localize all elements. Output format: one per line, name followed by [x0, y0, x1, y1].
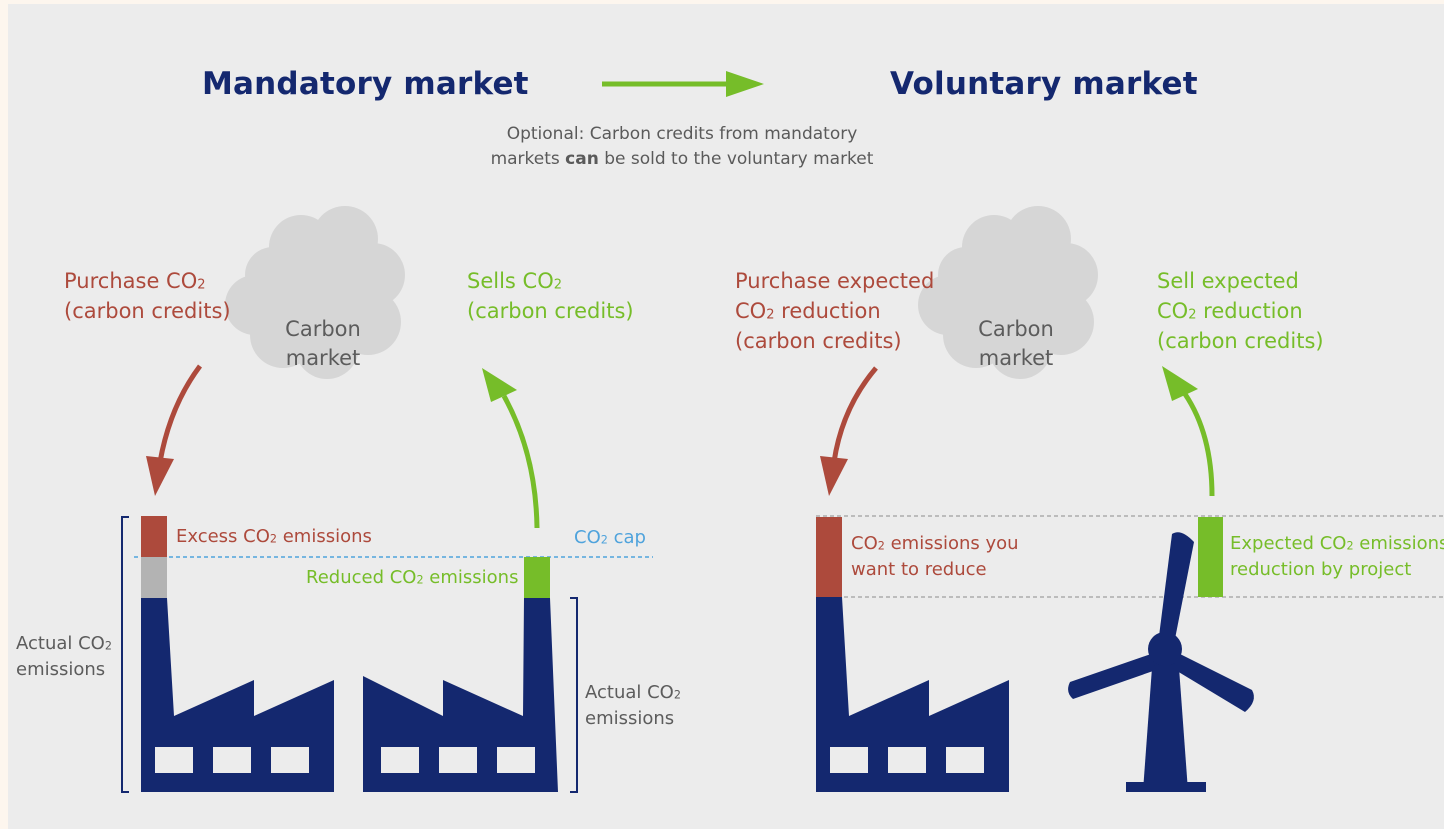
voluntary-market-heading: Voluntary market [890, 66, 1198, 102]
expected-reduction-label: Expected CO2 emissions reduction by proj… [1230, 533, 1444, 580]
mandatory-purchase-arrow-icon [146, 364, 203, 496]
actual-emissions-right-label: Actual CO2 emissions [585, 682, 681, 729]
diagram-graphics [121, 71, 1444, 793]
voluntary-purchase-label: Purchase expected CO2 reduction (carbon … [735, 269, 935, 353]
emissions-to-reduce-block [816, 517, 842, 597]
mandatory-cloud-label: Carbon market [285, 317, 361, 370]
voluntary-cloud-label: Carbon market [978, 317, 1054, 370]
voluntary-factory-icon [816, 517, 1009, 792]
emissions-to-reduce-label: CO2 emissions you want to reduce [851, 533, 1019, 580]
mandatory-left-factory-icon [141, 516, 334, 792]
excess-emissions-block [141, 516, 167, 557]
actual-emissions-left-bracket [121, 516, 129, 793]
mandatory-purchase-label: Purchase CO2 (carbon credits) [64, 269, 231, 323]
optional-note-line2: markets can be sold to the voluntary mar… [490, 149, 874, 169]
optional-note-line1: Optional: Carbon credits from mandatory [506, 124, 858, 144]
mandatory-sells-arrow-icon [482, 368, 540, 529]
market-transfer-arrow-icon [602, 71, 764, 97]
voluntary-sell-label: Sell expected CO2 reduction (carbon cred… [1157, 269, 1324, 353]
reduced-emissions-block [524, 557, 550, 598]
mandatory-sells-label: Sells CO2 (carbon credits) [467, 269, 634, 323]
reduced-emissions-label: Reduced CO2 emissions [306, 567, 519, 588]
voluntary-purchase-arrow-icon [820, 366, 878, 496]
excess-emissions-label: Excess CO2 emissions [176, 526, 372, 547]
actual-emissions-right-bracket [570, 597, 578, 793]
co2-cap-label: CO2 cap [574, 527, 646, 548]
actual-emissions-left-label: Actual CO2 emissions [16, 633, 112, 680]
mandatory-market-heading: Mandatory market [202, 66, 529, 102]
voluntary-sell-arrow-icon [1162, 366, 1215, 497]
expected-reduction-block [1198, 517, 1223, 597]
optional-note: Optional: Carbon credits from mandatory … [472, 122, 892, 172]
mandatory-right-factory-icon [363, 557, 558, 792]
diagram-canvas: Mandatory market Voluntary market Option… [8, 4, 1444, 829]
wind-turbine-icon [1068, 532, 1254, 792]
gray-emissions-block [141, 557, 167, 598]
